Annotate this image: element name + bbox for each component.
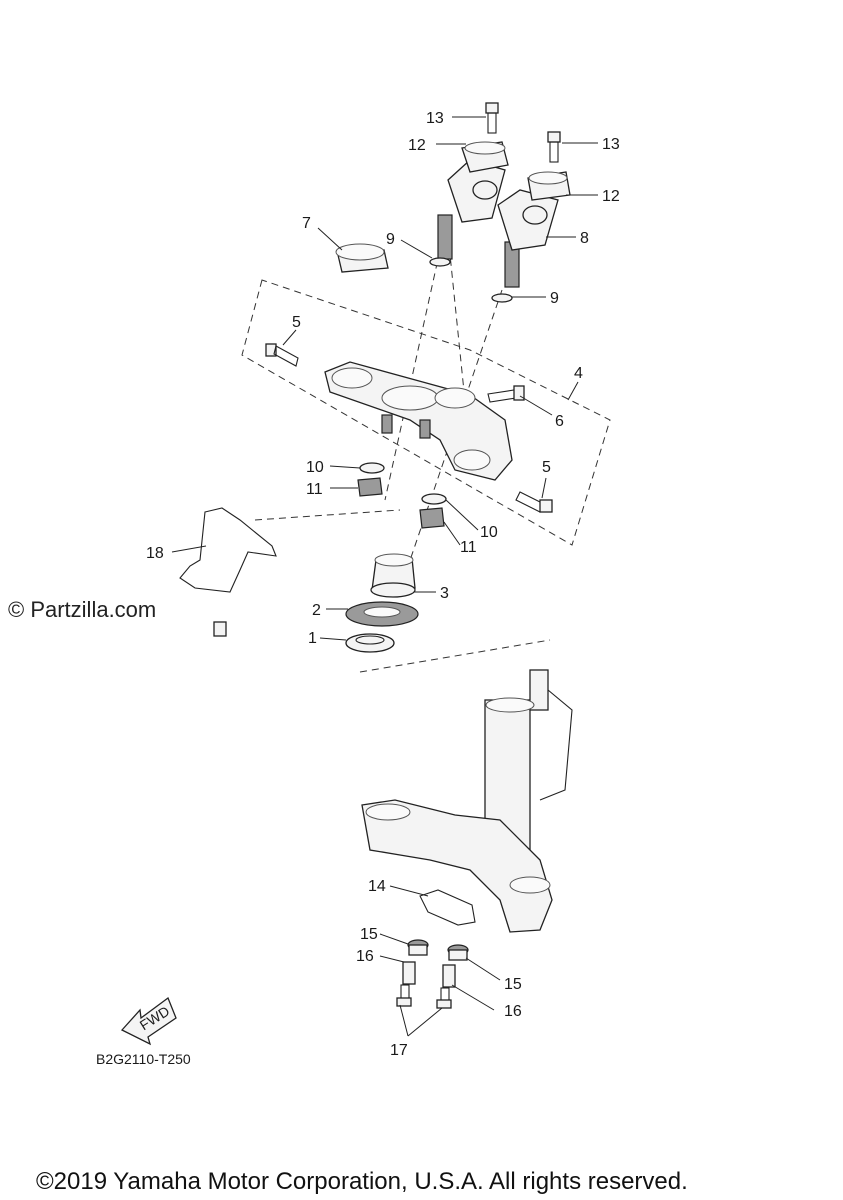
- plate-14: [419, 889, 476, 926]
- bearing-1: [345, 633, 395, 653]
- damper-15-left: [407, 939, 429, 956]
- collar-3: [370, 553, 416, 598]
- washer-10-left: [359, 462, 385, 474]
- cap-7: [335, 243, 389, 273]
- bolt-5-upper: [265, 343, 299, 367]
- steering-stem-lower-bracket: [361, 669, 573, 933]
- upper-bracket: [324, 361, 513, 481]
- upper-holder-left: [461, 141, 509, 173]
- nut-11-right: [419, 507, 445, 529]
- upper-bracket-group-outline: [241, 279, 611, 546]
- callout-10-upper: 10: [306, 459, 324, 476]
- washer-9-right: [491, 293, 513, 303]
- bolt-17-left: [396, 984, 412, 1007]
- damper-15-right: [447, 944, 469, 961]
- callout-13-upper: 13: [426, 110, 444, 127]
- upper-holder-right: [527, 171, 571, 201]
- bolt-13-right: [547, 131, 561, 163]
- callout-15-right: 15: [504, 976, 522, 993]
- callout-11-upper: 11: [306, 481, 323, 498]
- callout-16-left: 16: [356, 948, 374, 965]
- callout-15-left: 15: [360, 926, 378, 943]
- callout-13-right: 13: [602, 136, 620, 153]
- mount-bracket-leader: [254, 509, 401, 521]
- callout-2: 2: [312, 602, 321, 619]
- callout-17: 17: [390, 1042, 408, 1059]
- fwd-arrow-icon: [120, 996, 177, 1046]
- bolt-17-right: [436, 987, 452, 1009]
- steering-stem-group-outline: [359, 639, 551, 673]
- callout-5-lower: 5: [542, 459, 551, 476]
- handlebar-holder-right: [497, 189, 559, 288]
- bolt-5-lower: [515, 491, 553, 513]
- bolt-13-left: [485, 102, 499, 134]
- bolt-6: [487, 385, 525, 403]
- nut-11-left: [357, 477, 383, 497]
- callout-12-right: 12: [602, 188, 620, 205]
- callout-5-upper: 5: [292, 314, 301, 331]
- leader-lines: [171, 116, 598, 1037]
- bracket-18: [179, 507, 277, 637]
- callout-11-lower: 11: [460, 539, 477, 556]
- callout-1: 1: [308, 630, 317, 647]
- callout-8: 8: [580, 230, 589, 247]
- callout-10-lower: 10: [480, 524, 498, 541]
- collar-16-left: [402, 961, 416, 985]
- callout-9-lower: 9: [550, 290, 559, 307]
- diagram-code: B2G2110-T250: [96, 1051, 191, 1067]
- callout-14: 14: [368, 878, 386, 895]
- seal-2: [345, 601, 419, 627]
- axis-line-left: [384, 249, 441, 501]
- callout-7: 7: [302, 215, 311, 232]
- partzilla-watermark: © Partzilla.com: [8, 597, 156, 622]
- callout-3: 3: [440, 585, 449, 602]
- callout-6: 6: [555, 413, 564, 430]
- washer-9-left: [429, 257, 451, 267]
- callout-16-right: 16: [504, 1003, 522, 1020]
- handlebar-holder-left: [437, 159, 506, 260]
- callout-9-upper: 9: [386, 231, 395, 248]
- callout-12-upper: 12: [408, 137, 426, 154]
- collar-16-right: [442, 964, 456, 988]
- callout-4: 4: [574, 365, 583, 382]
- washer-10-right: [421, 493, 447, 505]
- copyright-notice: ©2019 Yamaha Motor Corporation, U.S.A. A…: [36, 1168, 688, 1195]
- callout-18: 18: [146, 545, 164, 562]
